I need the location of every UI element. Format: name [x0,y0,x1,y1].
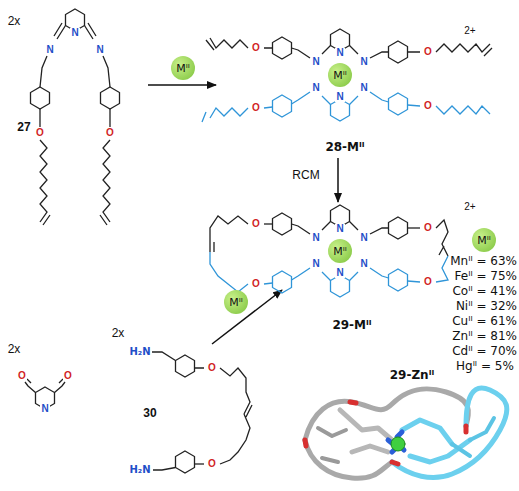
label-text: Znᴵᴵ = 81% [452,330,517,343]
compound-number: 27 [17,121,30,134]
label-text: Niᴵᴵ = 32% [456,300,517,313]
atom-label: O [35,128,45,138]
metal-ion-circle: Mᴵᴵ [224,290,248,314]
label-text: Feᴵᴵ = 75% [455,270,517,283]
atom-label: N [359,57,368,67]
label-text: Cuᴵᴵ = 61% [452,315,517,328]
compound-number: 28-Mᴵᴵ [325,141,364,154]
atom-label: N [45,45,54,55]
atom-label: N [70,28,79,38]
metal-ion-circle: Mᴵᴵ [472,228,496,252]
label-text: 2x [8,15,21,28]
label-text: Mnᴵᴵ = 63% [450,255,517,268]
label-text: Hgᴵᴵ = 5% [456,360,514,373]
complex-28 [202,29,492,122]
reaction-arrow [212,290,282,344]
atom-label: N [359,259,368,269]
charge-label: 2+ [464,201,475,212]
atom-label: O [63,371,73,381]
reaction-arrow [148,84,216,86]
label-text: RCM [292,169,319,182]
atom-label: N [359,83,368,93]
metal-label: Mᴵᴵ [333,70,347,81]
atom-label: N [311,233,320,243]
label-text: 2x [8,343,21,356]
atom-label: H₂N [128,465,151,475]
atom-label: O [423,47,433,57]
compound-number: 29-Znᴵᴵ [390,369,435,382]
metal-ion-circle: Mᴵᴵ [328,63,352,87]
atom-label: H₂N [128,347,151,357]
atom-label: N [335,92,344,102]
macrocycle-complex-29 [210,205,448,297]
metal-label: Mᴵᴵ [333,246,347,257]
atom-label: O [17,371,27,381]
label-text: Coᴵᴵ = 41% [452,285,517,298]
atom-label: O [251,103,261,113]
atom-label: O [105,128,115,138]
atom-label: O [251,219,261,229]
metal-label: Mᴵᴵ [229,297,243,308]
atom-label: N [311,259,320,269]
atom-label: N [335,268,344,278]
atom-label: N [40,404,49,414]
reaction-arrow [337,158,339,202]
label-text: Cdᴵᴵ = 70% [452,345,517,358]
atom-label: N [359,233,368,243]
atom-label: N [311,57,320,67]
atom-label: O [423,101,433,111]
crystal-structure [305,388,507,478]
metal-ion-circle: Mᴵᴵ [171,56,195,80]
metal-label: Mᴵᴵ [477,235,491,246]
metal-label: Mᴵᴵ [176,63,190,74]
atom-label: O [207,363,217,373]
diamine-30 [152,352,252,473]
atom-label: O [251,279,261,289]
atom-label: N [335,48,344,58]
metal-ion-circle: Mᴵᴵ [328,239,352,263]
compound-number: 29-Mᴵᴵ [332,319,371,332]
atom-label: O [423,223,433,233]
compound-number: 30 [143,407,156,420]
atom-label: O [251,43,261,53]
atom-label: O [423,277,433,287]
atom-label: N [335,224,344,234]
label-text: 2x [112,327,125,340]
atom-label: N [311,83,320,93]
ligand-27 [31,9,120,225]
atom-label: N [95,45,104,55]
charge-label: 2+ [464,25,475,36]
atom-label: O [207,459,217,469]
